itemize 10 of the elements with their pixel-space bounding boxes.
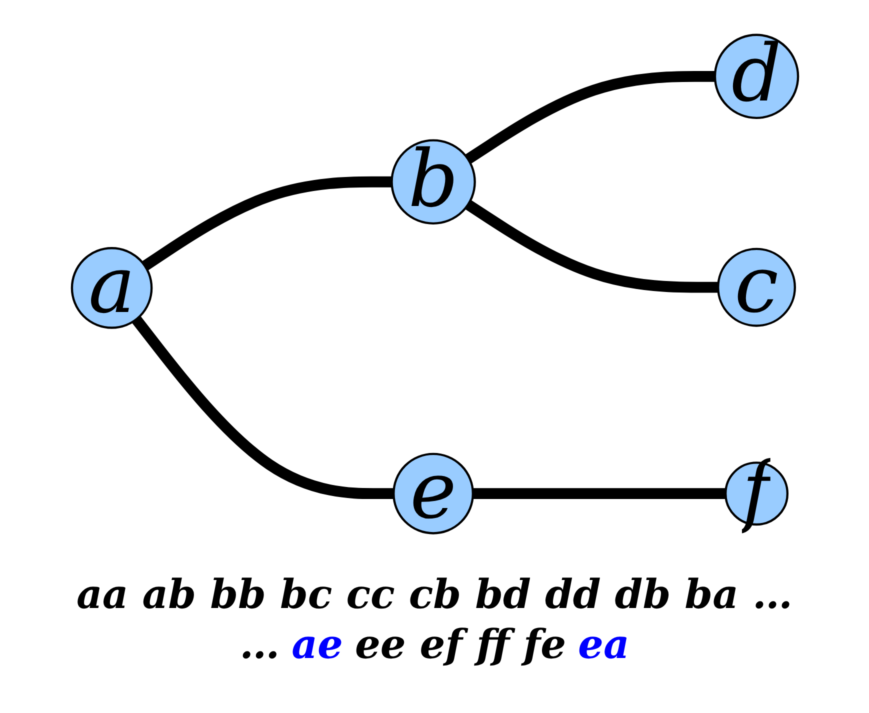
connector-line	[472, 488, 726, 500]
sequence-text: ae	[292, 621, 343, 668]
connector-line	[464, 70, 714, 164]
sequence-text: ee ef ff fe	[354, 621, 566, 668]
sequence-text: ea	[578, 621, 630, 668]
connector-line	[141, 176, 392, 270]
connector-line	[131, 316, 394, 500]
sequence-text: aa ab bb bc cc cb bd dd db ba …	[76, 571, 792, 618]
sequence-text: …	[240, 621, 280, 668]
connector-line	[464, 200, 718, 293]
